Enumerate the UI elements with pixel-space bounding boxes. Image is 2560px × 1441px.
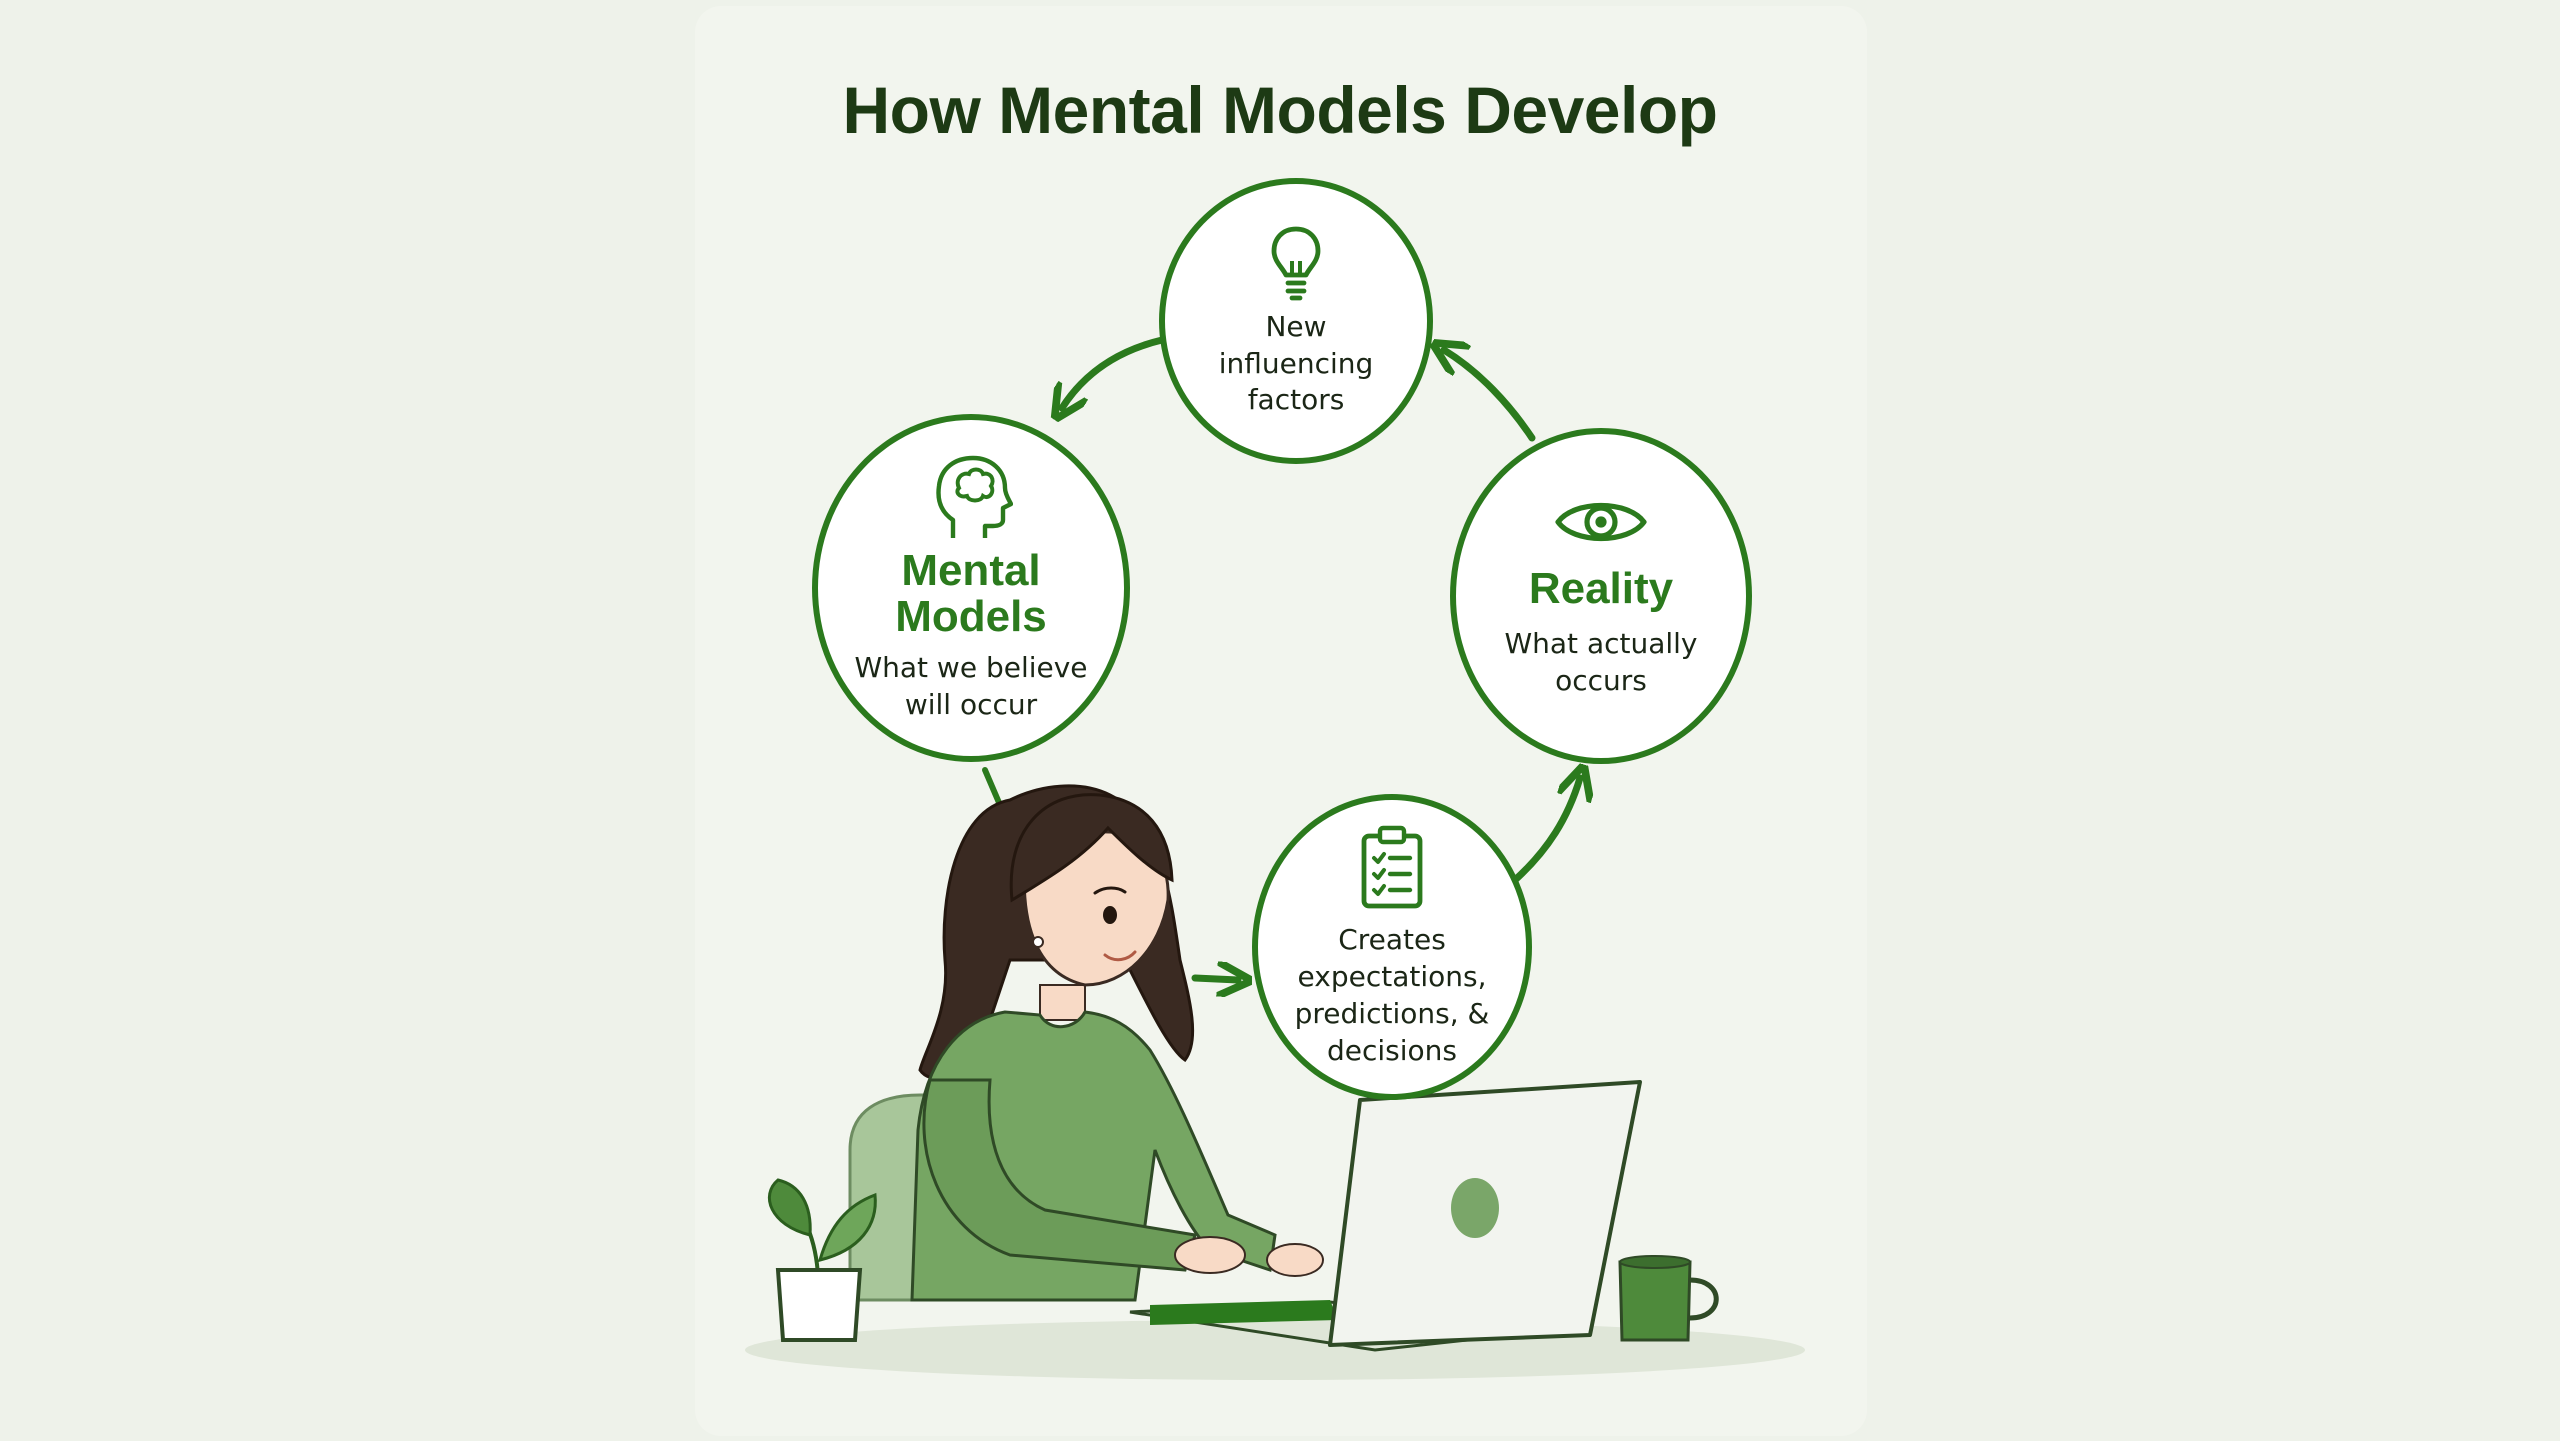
node-new-influencing-factors: New influencing factors — [1159, 178, 1433, 464]
node-creates-line-1: Creates — [1338, 923, 1446, 957]
node-new-line-3: factors — [1247, 383, 1345, 417]
laptop-icon — [1129, 1080, 1642, 1352]
node-creates-line-3: predictions, & — [1294, 997, 1490, 1030]
person-earring — [1032, 936, 1044, 948]
node-creates-line-2: expectations, — [1297, 960, 1487, 994]
person-eyebrow — [1093, 886, 1127, 895]
arrow-reality-to-new — [1444, 350, 1536, 442]
person-arm — [922, 1078, 1197, 1272]
person-hair-front — [1009, 793, 1174, 903]
node-mental-models: Mental Models What we believe will occur — [812, 414, 1130, 762]
node-mental-heading-2: Models — [895, 592, 1047, 642]
node-reality-line-1: What actually — [1504, 627, 1698, 661]
node-creates-line-4: decisions — [1326, 1033, 1457, 1067]
person-eye — [1103, 906, 1117, 924]
node-new-line-2: influencing — [1218, 346, 1374, 380]
head-brain-icon — [936, 455, 1013, 538]
person-hand-left — [1174, 1236, 1246, 1274]
node-mental-heading-1: Mental — [901, 545, 1041, 595]
page-title: How Mental Models Develop — [842, 73, 1718, 147]
person-smile — [1103, 950, 1137, 962]
arrow-person-to-creates — [1191, 978, 1238, 980]
person-hand-right — [1266, 1243, 1324, 1277]
person-neck — [1039, 984, 1086, 1021]
plant-icon — [767, 1178, 877, 1342]
arrow-new-to-mental — [1062, 336, 1166, 408]
mug-icon — [1618, 1255, 1719, 1342]
node-creates-expectations: Creates expectations, predictions, & dec… — [1252, 794, 1532, 1100]
eye-icon — [1555, 502, 1647, 541]
clipboard-checklist-icon — [1361, 825, 1423, 909]
node-mental-line-2: will occur — [904, 688, 1038, 722]
node-reality: Reality What actually occurs — [1450, 428, 1752, 764]
node-mental-line-1: What we believe — [854, 651, 1088, 685]
lightbulb-icon — [1271, 226, 1321, 300]
node-reality-heading: Reality — [1528, 563, 1674, 613]
bubble-tail — [982, 767, 1003, 808]
node-reality-line-2: occurs — [1555, 664, 1647, 698]
node-new-line-1: New — [1265, 309, 1327, 343]
arrow-creates-to-reality — [1511, 778, 1580, 884]
